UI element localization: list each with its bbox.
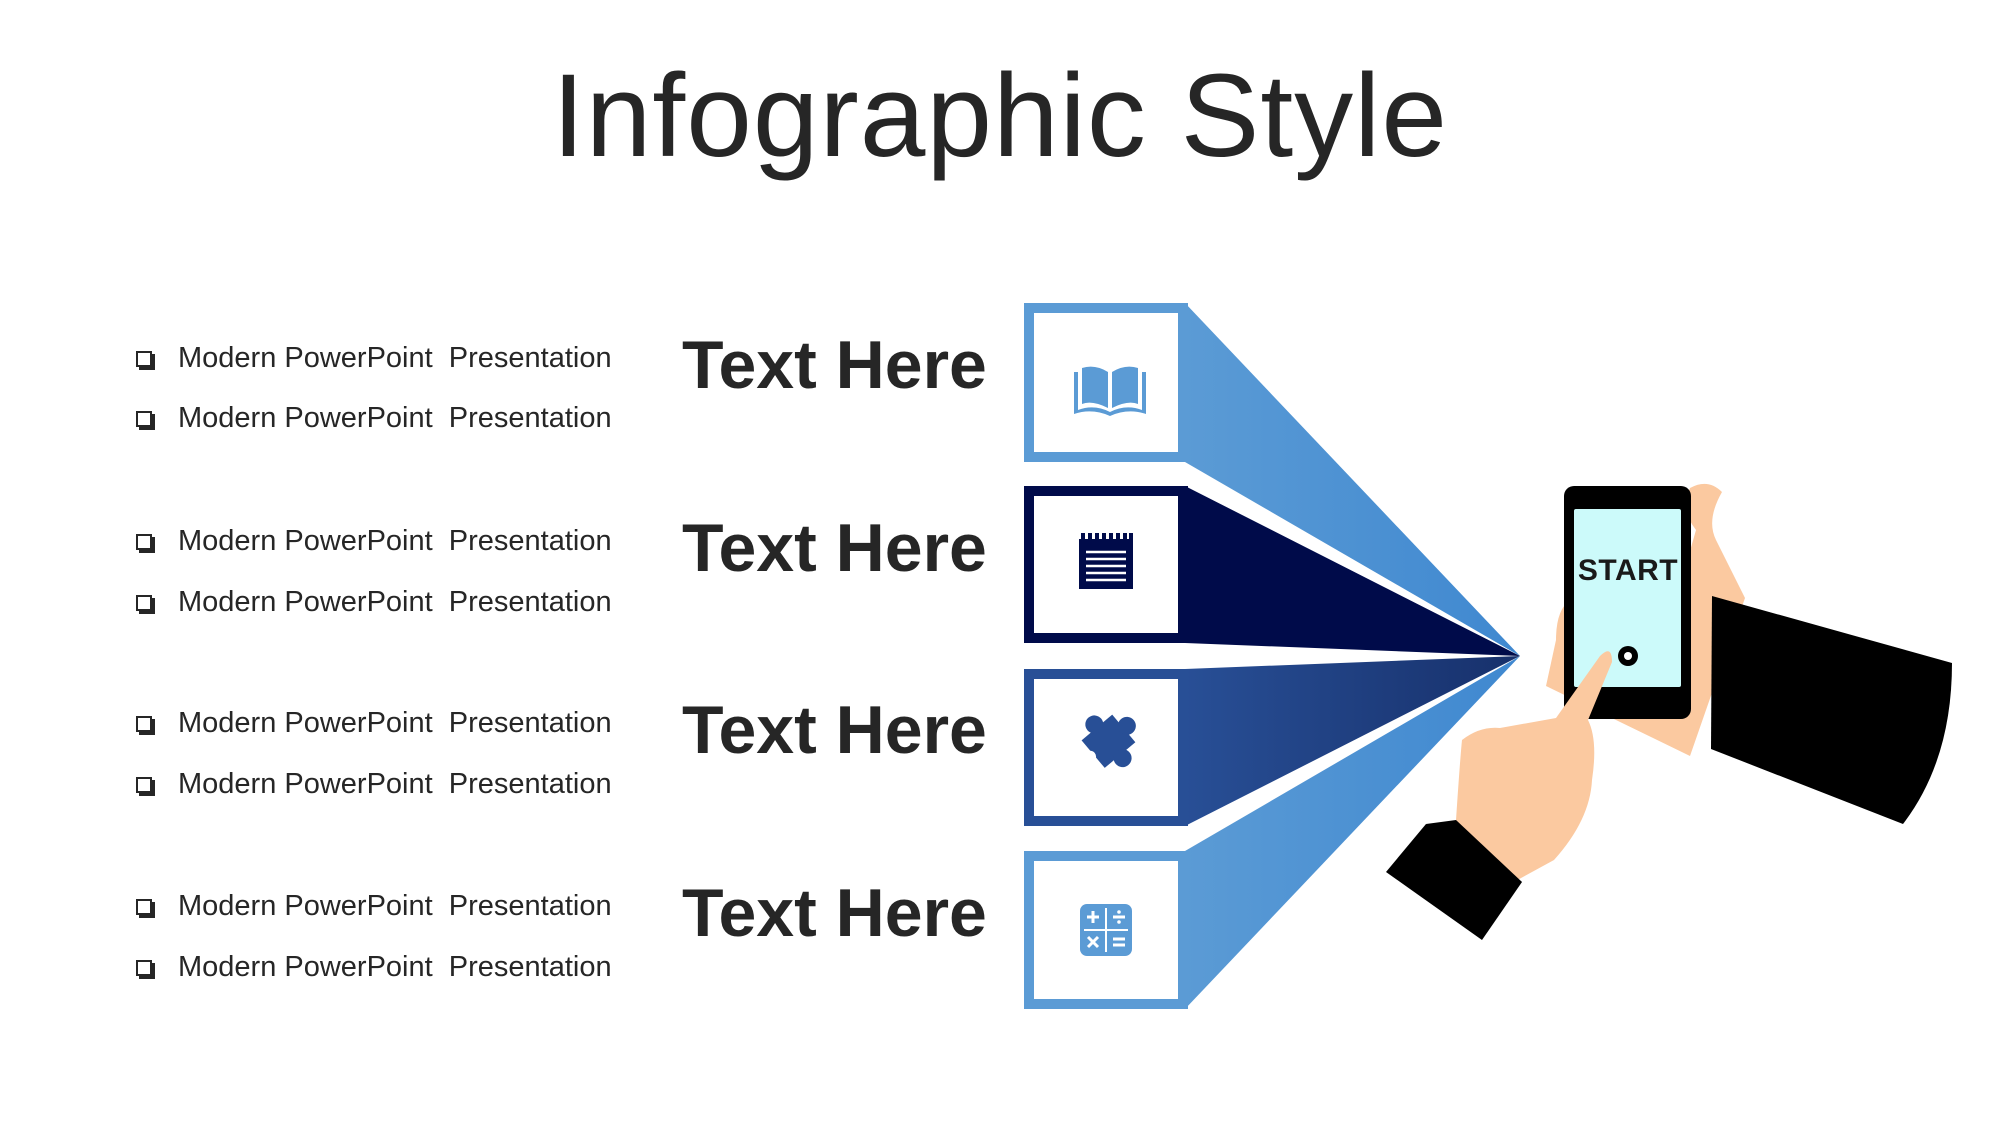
list-item: Modern PowerPoint Presentation [136,703,612,743]
fan-segment-1 [1185,303,1520,656]
checkbox-bullet-icon [136,411,152,427]
book-icon [1074,366,1146,416]
checkbox-bullet-icon [136,351,152,367]
bullet-text: Modern PowerPoint Presentation [178,889,612,922]
phone [1564,486,1691,719]
bullet-text: Modern PowerPoint Presentation [178,524,612,557]
row-heading: Text Here [682,875,987,951]
list-item: Modern PowerPoint Presentation [136,582,612,622]
list-item: Modern PowerPoint Presentation [136,398,612,438]
page-title: Infographic Style [552,50,1448,182]
bullet-text: Modern PowerPoint Presentation [178,401,612,434]
bullet-text: Modern PowerPoint Presentation [178,585,612,618]
fan-segment-3 [1185,656,1520,826]
checkbox-bullet-icon [136,595,152,611]
bullet-text: Modern PowerPoint Presentation [178,767,612,800]
pointing-hand [1386,651,1612,940]
fan-segment-4 [1185,656,1520,1009]
checkbox-bullet-icon [136,899,152,915]
icon-box-4 [1024,851,1188,1009]
checkbox-bullet-icon [136,960,152,976]
start-button[interactable]: START [1577,554,1679,587]
bullet-text: Modern PowerPoint Presentation [178,706,612,739]
list-item: Modern PowerPoint Presentation [136,886,612,926]
row-heading: Text Here [682,510,987,586]
notepad-icon [1079,533,1133,589]
checkbox-bullet-icon [136,777,152,793]
checkbox-bullet-icon [136,716,152,732]
checkbox-bullet-icon [136,534,152,550]
fan-segment-2 [1185,486,1520,656]
puzzle-icon [1081,714,1136,768]
bullet-text: Modern PowerPoint Presentation [178,341,612,374]
bullet-text: Modern PowerPoint Presentation [178,950,612,983]
row-heading: Text Here [682,692,987,768]
calculator-icon [1080,904,1132,956]
list-item: Modern PowerPoint Presentation [136,764,612,804]
list-item: Modern PowerPoint Presentation [136,521,612,561]
list-item: Modern PowerPoint Presentation [136,338,612,378]
fan-segments [1185,303,1520,1009]
list-item: Modern PowerPoint Presentation [136,947,612,987]
row-heading: Text Here [682,327,987,403]
